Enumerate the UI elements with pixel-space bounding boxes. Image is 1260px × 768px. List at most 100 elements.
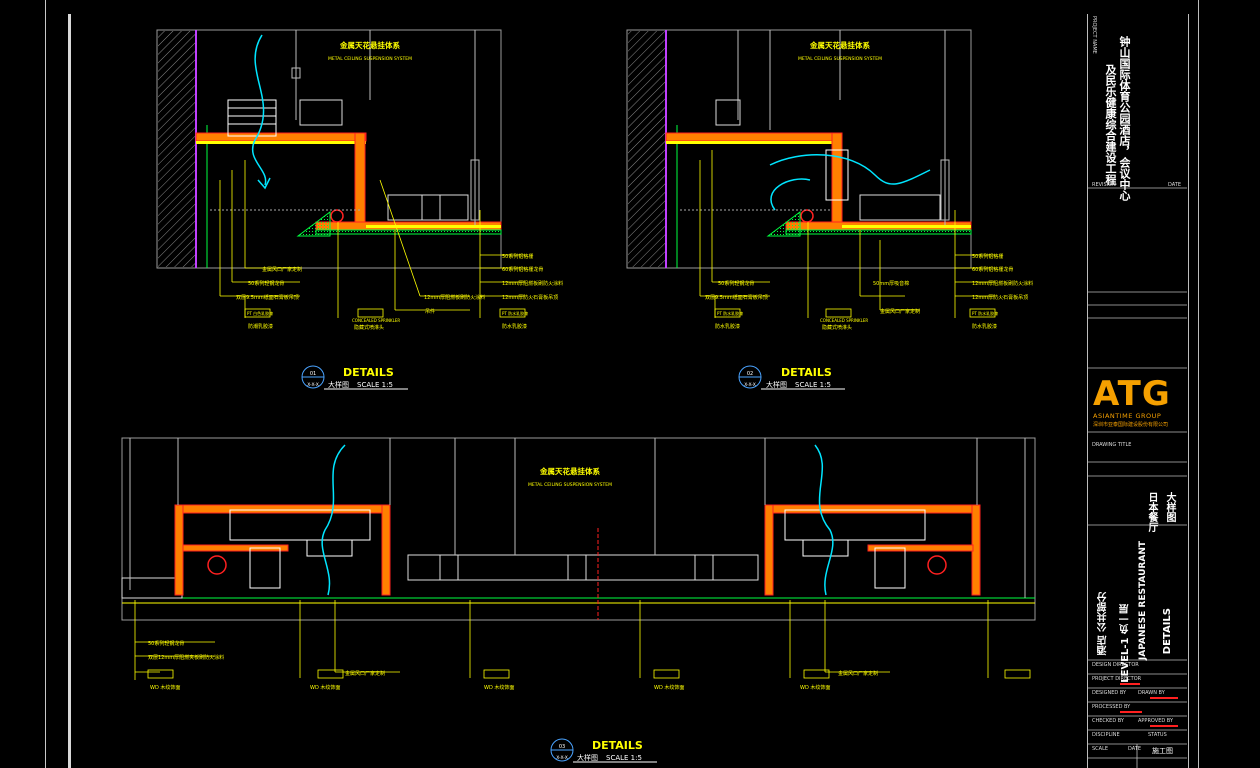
drawing-title-label: DRAWING TITLE [1092, 442, 1132, 448]
d2-callout: 双层9.5mm纸面石膏板吊顶 [705, 294, 768, 301]
d2-callout: PT 防水乳胶漆 [972, 310, 998, 316]
sheet-border-left [45, 0, 46, 768]
d1-callout: 防水乳胶漆 [502, 323, 527, 330]
sheet-border-right [1198, 0, 1199, 768]
d3-callout: 双层12mm厚阻燃夹板刷防火涂料 [148, 654, 224, 661]
d3-callout: WD 木纹饰面 [310, 684, 340, 691]
d2-callout: 防水乳胶漆 [715, 323, 740, 330]
d1-callout: 吊件 [425, 308, 435, 315]
detail-02-ref: X-X-X [744, 382, 756, 388]
detail-03 [121, 437, 1036, 680]
d2-callout: 12mm厚防火石膏板吊顶 [972, 294, 1028, 301]
detail-01-scale-cn: 大样图 [328, 380, 349, 389]
detail-01-ref: X-X-X [307, 382, 319, 388]
d1-callout: 50系列轻钢龙骨 [248, 280, 284, 287]
d3-callout: WD 木纹饰面 [484, 684, 514, 691]
atg-logo: ATG ASIANTIME GROUP 深圳市亚泰国际建设股份有限公司 [1093, 377, 1185, 428]
d1-callout: 50系列铝格栅 [502, 253, 533, 260]
detail-01-label: DETAILS [343, 366, 394, 379]
project-name-line1: 钟山国际体育公园酒店，会议中心 [1118, 36, 1131, 201]
d1-callout: 防潮乳胶漆 [248, 323, 273, 330]
detail-01-frame [156, 29, 502, 269]
detail-02-scale: SCALE 1:5 [795, 381, 831, 389]
d2-callout: 50系列轻钢龙骨 [718, 280, 754, 287]
d1-callout: PT 防水乳胶漆 [502, 310, 528, 316]
detail-03-scale: SCALE 1:5 [606, 754, 642, 762]
drawing-title-cn-1: 日本餐厅 [1146, 492, 1157, 532]
detail-01-scale: SCALE 1:5 [357, 381, 393, 389]
drawing-title-cn-2: 大样图 [1164, 492, 1175, 522]
detail-03-ref: X-X-X [556, 755, 568, 761]
detail-02-title-cn: 金属天花悬挂体系 [809, 40, 870, 50]
d2-callout: 12mm厚阻燃板刷防火涂料 [972, 280, 1033, 287]
d3-callout: WD 木纹饰面 [800, 684, 830, 691]
d2-callout: 金属风口厂家定制 [880, 308, 920, 315]
detail-03-scale-cn: 大样图 [577, 753, 598, 762]
detail-03-title-en: METAL CEILING SUSPENSION SYSTEM [528, 482, 612, 488]
d1-callout: 60系列铝格栅龙骨 [502, 266, 543, 273]
d1-callout: PT 白色乳胶漆 [247, 310, 273, 316]
d3-callout: 金属风口厂家定制 [838, 670, 878, 677]
atg-logo-company: 深圳市亚泰国际建设股份有限公司 [1093, 422, 1169, 428]
project-director-label: PROJECT DIRECTOR [1092, 676, 1142, 682]
detail-02-label: DETAILS [781, 366, 832, 379]
designed-by-label: DESIGNED BY [1092, 690, 1127, 696]
date-field-label: DATE [1128, 746, 1142, 752]
processed-by-label: PROCESSED BY [1092, 704, 1131, 710]
detail-01 [156, 29, 526, 318]
scale-label: SCALE [1092, 746, 1109, 752]
detail-02 [626, 29, 996, 318]
restaurant-label: JAPANESE RESTAURANT [1138, 541, 1148, 661]
d1-callout: CONCEALED SPRINKLER [352, 318, 400, 323]
detail-03-number: 03 [559, 744, 565, 750]
d1-callout: 金属风口厂家定制 [262, 266, 302, 273]
approved-by-label: APPROVED BY [1138, 718, 1174, 724]
detail-01-title-en: METAL CEILING SUSPENSION SYSTEM [328, 56, 412, 62]
detail-01-wall-hatch [158, 31, 196, 267]
project-name-label: PROJECT NAME [1091, 16, 1097, 54]
title-block-grid [1087, 187, 1187, 768]
sheet-border-inner [68, 14, 71, 768]
d2-callout: 防水乳胶漆 [972, 323, 997, 330]
detail-03-title-cn: 金属天花悬挂体系 [539, 466, 600, 476]
d2-callout: CONCEALED SPRINKLER [820, 318, 868, 323]
d1-callout: 12mm厚防火石膏板吊顶 [502, 294, 558, 301]
revision-label: REVISION [1092, 182, 1116, 188]
atg-logo-mark: ATG [1093, 374, 1171, 414]
checked-by-label: CHECKED BY [1092, 718, 1124, 724]
detail-02-title-en: METAL CEILING SUSPENSION SYSTEM [798, 56, 882, 62]
stage-label: 施工图 [1152, 747, 1173, 755]
d1-callout: 12mm厚阻燃板刷防火涂料 [424, 294, 485, 301]
detail-02-scale-cn: 大样图 [766, 380, 787, 389]
detail-03-label: DETAILS [592, 739, 643, 752]
level-label: LEVEL-1 负一层 [1120, 604, 1131, 683]
d2-callout: 50mm厚吸音棉 [873, 280, 909, 287]
design-director-label: DESIGN DIRECTOR [1092, 662, 1139, 668]
level-cn: 酒店 公共部分 [1098, 592, 1109, 656]
status-label: STATUS [1148, 732, 1167, 738]
d1-callout: 双层9.5mm纸面石膏板吊顶 [236, 294, 299, 301]
d2-callout: 50系列铝格栅 [972, 253, 1003, 260]
atg-logo-subtitle: ASIANTIME GROUP [1093, 412, 1162, 420]
d3-callout: WD 木纹饰面 [654, 684, 684, 691]
d1-callout: 隐藏式喷淋头 [354, 324, 384, 331]
title-block: PROJECT NAME 钟山国际体育公园酒店，会议中心 及民乐健康综合建设工程… [1087, 14, 1189, 768]
drawn-by-label: DRAWN BY [1138, 690, 1165, 696]
d3-callout: 50系列轻钢龙骨 [148, 640, 184, 647]
d1-callout: 12mm厚阻燃板刷防火涂料 [502, 280, 563, 287]
d2-callout: PT 防水乳胶漆 [717, 310, 743, 316]
d3-callout: WD 木纹饰面 [150, 684, 180, 691]
d2-callout: 隐藏式喷淋头 [822, 324, 852, 331]
title-block-signatures [1120, 683, 1178, 727]
detail-title-symbols [301, 365, 845, 763]
d2-callout: 60系列铝格栅龙骨 [972, 266, 1013, 273]
discipline-label: DISCIPLINE [1092, 732, 1120, 738]
detail-02-number: 02 [747, 371, 753, 377]
date-label: DATE [1168, 182, 1182, 188]
details-label: DETAILS [1162, 608, 1173, 655]
project-name-line2: 及民乐健康综合建设工程 [1104, 64, 1117, 185]
detail-01-title-cn: 金属天花悬挂体系 [339, 40, 400, 50]
d3-callout: 金属风口厂家定制 [345, 670, 385, 677]
detail-01-number: 01 [310, 371, 316, 377]
